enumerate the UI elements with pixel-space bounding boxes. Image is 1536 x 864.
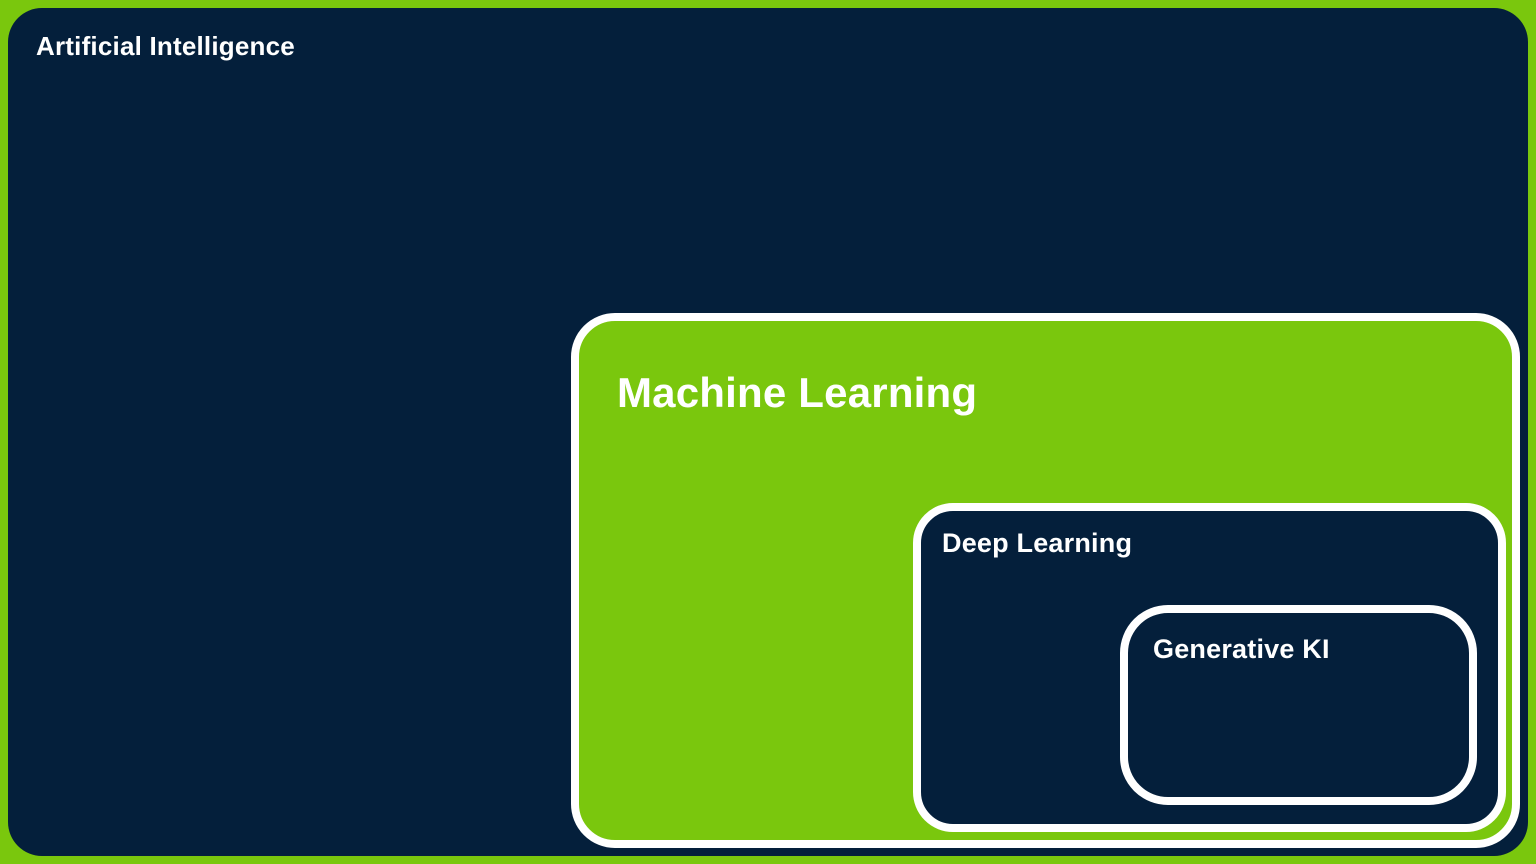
deep-learning-box: Deep Learning Generative KI bbox=[913, 503, 1506, 832]
artificial-intelligence-label: Artificial Intelligence bbox=[36, 31, 295, 61]
machine-learning-box: Machine Learning Deep Learning Generativ… bbox=[571, 313, 1520, 848]
machine-learning-label: Machine Learning bbox=[617, 369, 978, 416]
artificial-intelligence-box: Artificial Intelligence Machine Learning… bbox=[8, 8, 1528, 856]
generative-ki-box: Generative KI bbox=[1120, 605, 1477, 805]
deep-learning-label: Deep Learning bbox=[942, 528, 1133, 558]
generative-ki-label: Generative KI bbox=[1153, 634, 1330, 664]
